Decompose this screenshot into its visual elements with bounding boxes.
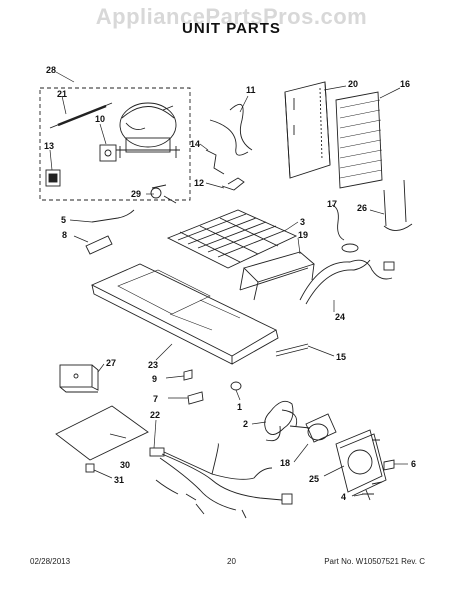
callout-23: 23 xyxy=(148,360,158,370)
callout-14: 14 xyxy=(190,139,200,149)
callout-2: 2 xyxy=(243,419,248,429)
cylinder-8-drawing xyxy=(85,235,113,255)
screw-7-drawing xyxy=(187,391,204,405)
compressor-group-box xyxy=(39,87,191,201)
watermark: AppliancePartsPros.com xyxy=(95,4,368,29)
compressor-drawing xyxy=(116,102,180,158)
callout-20: 20 xyxy=(348,79,358,89)
callout-10: 10 xyxy=(95,114,105,124)
callout-8: 8 xyxy=(62,230,67,240)
callout-19: 19 xyxy=(298,230,308,240)
fan-blade-drawing xyxy=(264,400,298,442)
callout-5: 5 xyxy=(61,215,66,225)
callout-15: 15 xyxy=(336,352,346,362)
callout-6: 6 xyxy=(411,459,416,469)
callout-31: 31 xyxy=(114,475,124,485)
clip-31-drawing xyxy=(85,463,95,473)
drain-tray-drawing xyxy=(239,251,315,301)
capacitor-drawing xyxy=(45,169,61,187)
callout-24: 24 xyxy=(335,312,345,322)
condenser-panel-drawing xyxy=(284,81,331,179)
callout-3: 3 xyxy=(300,217,305,227)
footer-date: 02/28/2013 xyxy=(30,557,71,566)
screw-15-drawing xyxy=(275,343,309,357)
callout-17: 17 xyxy=(327,199,337,209)
control-box-drawing xyxy=(59,364,99,393)
callout-4: 4 xyxy=(341,492,346,502)
page-title: UNIT PARTS xyxy=(182,20,281,37)
tubes-26-drawing xyxy=(383,179,413,231)
screw-9-drawing xyxy=(183,369,193,381)
screw-6-drawing xyxy=(383,459,395,471)
grommet-drawing xyxy=(150,187,162,199)
footer-part-number: Part No. W10507521 Rev. C xyxy=(324,557,425,566)
callout-25: 25 xyxy=(309,474,319,484)
coil-drawing xyxy=(166,209,298,269)
footer-page-number: 20 xyxy=(227,557,236,566)
fan-motor-drawing xyxy=(289,413,337,443)
callout-labels: 28 21 10 13 29 11 20 16 14 12 3 19 17 26… xyxy=(44,65,416,502)
grommet-1-drawing xyxy=(230,381,242,391)
callout-21: 21 xyxy=(57,89,67,99)
callout-9: 9 xyxy=(152,374,157,384)
sensor-5-drawing xyxy=(91,209,135,223)
wire-harness-24-drawing xyxy=(299,243,395,305)
callout-28: 28 xyxy=(46,65,56,75)
callout-11: 11 xyxy=(246,85,256,95)
relay-drawing xyxy=(99,144,117,162)
overload-protector-drawing xyxy=(49,102,113,129)
evaporator-drawing xyxy=(335,91,383,189)
callout-30: 30 xyxy=(120,460,130,470)
callout-13: 13 xyxy=(44,141,54,151)
insulation-sheet-drawing xyxy=(55,405,149,461)
screw-4-drawing xyxy=(362,489,374,501)
callout-27: 27 xyxy=(106,358,116,368)
fan-shroud-drawing xyxy=(335,429,387,497)
wire-harness-22-drawing xyxy=(149,443,293,519)
callout-12: 12 xyxy=(194,178,204,188)
callout-29: 29 xyxy=(131,189,141,199)
leader-lines xyxy=(49,71,408,497)
callout-7: 7 xyxy=(153,394,158,404)
callout-1: 1 xyxy=(237,402,242,412)
tube-14-drawing xyxy=(205,149,225,175)
callout-16: 16 xyxy=(400,79,410,89)
bracket-12-drawing xyxy=(221,177,245,191)
tube-drawing xyxy=(209,103,253,156)
callout-18: 18 xyxy=(280,458,290,468)
base-plate-drawing xyxy=(90,263,279,365)
callout-26: 26 xyxy=(357,203,367,213)
callout-22: 22 xyxy=(150,410,160,420)
heater-17-drawing xyxy=(331,204,345,241)
